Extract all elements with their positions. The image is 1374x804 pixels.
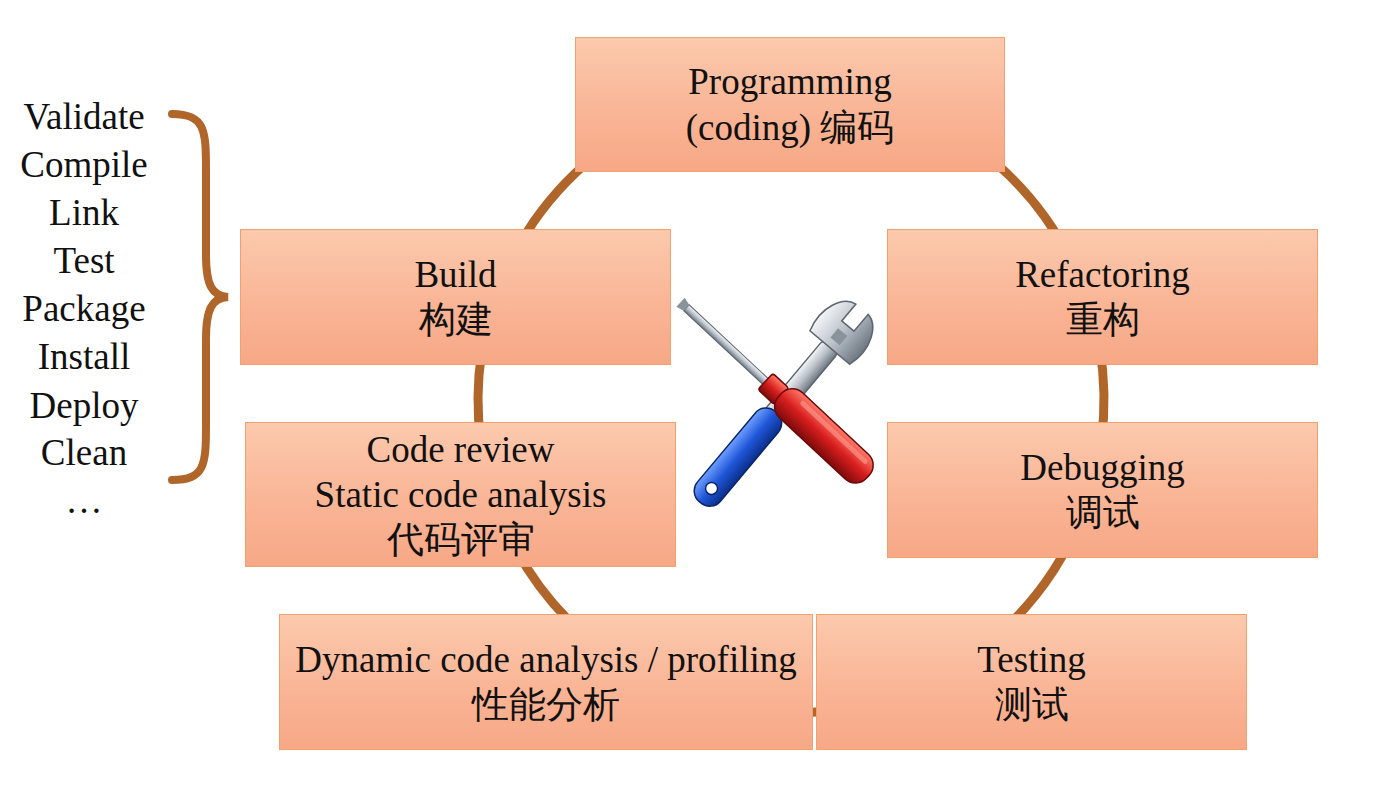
box-text: Refactoring <box>1015 252 1190 297</box>
build-step-label: … <box>66 482 103 519</box>
build-step-label: Deploy <box>30 387 139 424</box>
build-step-label: Test <box>53 242 114 279</box>
box-text: Static code analysis <box>315 472 607 517</box>
code-review-box: Code reviewStatic code analysis代码评审 <box>245 422 676 567</box>
debugging-box: Debugging调试 <box>887 422 1318 558</box>
build-step-label: Link <box>49 194 119 231</box>
profiling-box: Dynamic code analysis / profiling性能分析 <box>279 614 813 750</box>
box-text: 代码评审 <box>387 517 535 562</box>
build-step-label: Compile <box>20 146 147 183</box>
screwdriver <box>669 290 879 489</box>
box-text: Programming <box>688 59 891 104</box>
build-step-label: Validate <box>23 98 144 135</box>
box-text: Dynamic code analysis / profiling <box>295 637 796 682</box>
box-text: (coding) 编码 <box>686 105 895 150</box>
build-step-label: Package <box>22 290 145 327</box>
coding-box: Programming(coding) 编码 <box>575 37 1005 172</box>
build-step-label: Clean <box>41 434 127 471</box>
box-text: Debugging <box>1020 445 1184 490</box>
box-text: Code review <box>366 427 554 472</box>
box-text: 性能分析 <box>472 682 620 727</box>
box-text: 测试 <box>995 682 1069 727</box>
box-text: 构建 <box>419 297 493 342</box>
box-text: Testing <box>977 637 1085 682</box>
build-box: Build构建 <box>240 229 671 365</box>
testing-box: Testing测试 <box>816 614 1247 750</box>
curly-brace <box>172 114 228 480</box>
build-step-label: Install <box>38 338 130 375</box>
box-text: Build <box>414 252 496 297</box>
wrench <box>678 291 884 521</box>
refactoring-box: Refactoring重构 <box>887 229 1318 365</box>
box-text: 重构 <box>1066 297 1140 342</box>
box-text: 调试 <box>1066 490 1140 535</box>
